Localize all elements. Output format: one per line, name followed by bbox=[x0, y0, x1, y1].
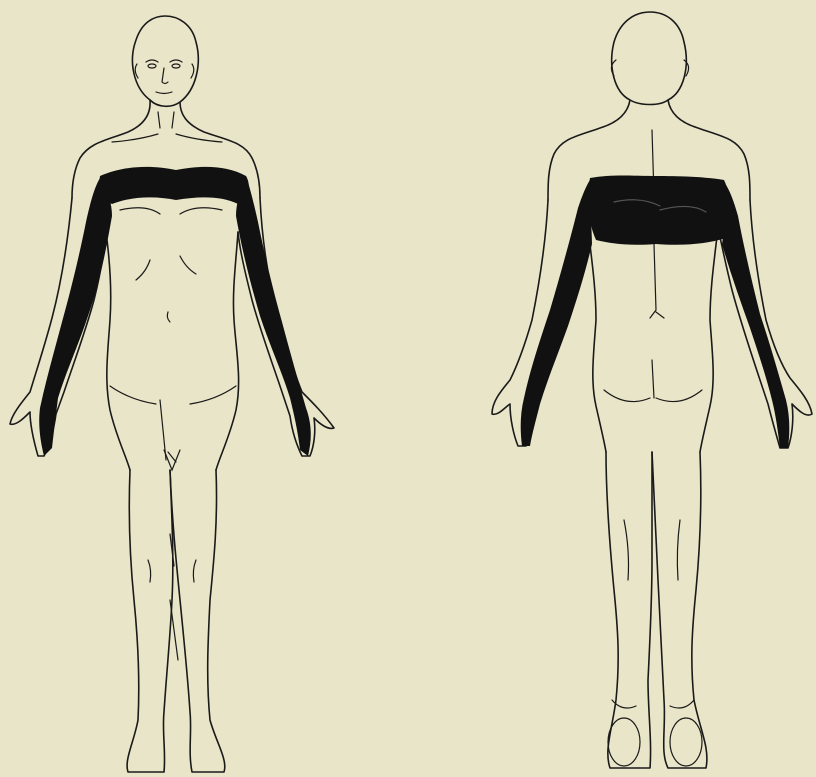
front-chest-band-mark bbox=[100, 167, 249, 204]
back-upper-back-band-mark bbox=[588, 176, 730, 245]
